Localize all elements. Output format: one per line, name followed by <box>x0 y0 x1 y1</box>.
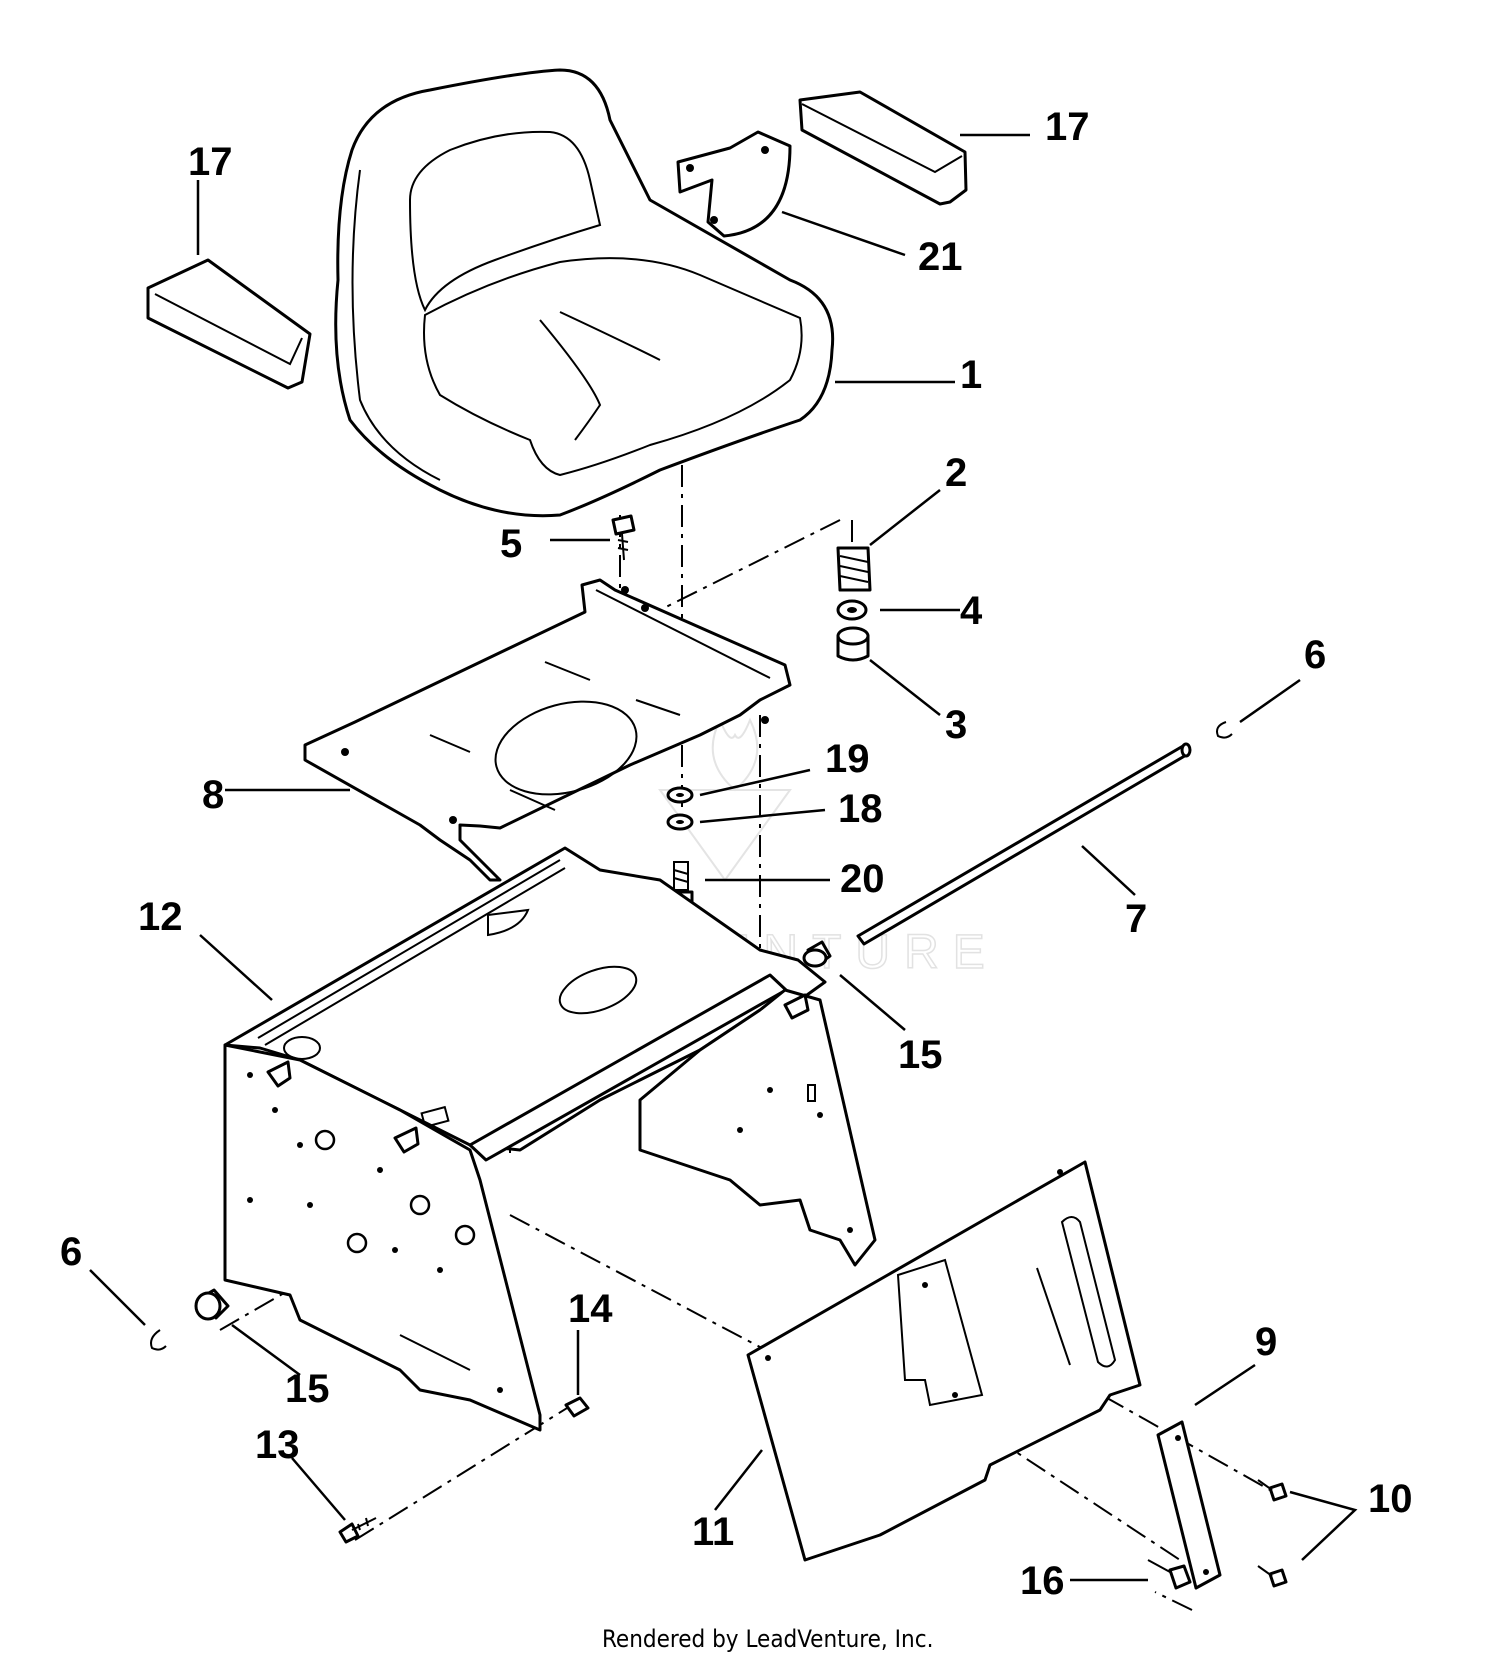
washer-19 <box>666 786 694 804</box>
callout-15-lower: 15 <box>285 1367 330 1411</box>
spring <box>836 546 872 592</box>
callout-11: 11 <box>692 1510 734 1554</box>
washer-18 <box>666 813 694 831</box>
pivot-rod <box>856 742 1192 946</box>
screw-10-lower <box>1257 1565 1288 1588</box>
armrest-pad-left <box>146 258 312 390</box>
leader-lines <box>89 133 1358 1582</box>
callout-7: 7 <box>1125 897 1147 941</box>
callout-16: 16 <box>1020 1559 1065 1603</box>
armrest-pad-right <box>798 90 968 206</box>
callout-13: 13 <box>255 1423 300 1467</box>
callout-6-lower: 6 <box>60 1230 82 1274</box>
nut-14 <box>564 1396 590 1418</box>
rendered-by-footer: Rendered by LeadVenture, Inc. <box>602 1625 933 1653</box>
callout-2: 2 <box>945 451 967 495</box>
callout-15-upper: 15 <box>898 1033 943 1077</box>
callout-3: 3 <box>945 703 967 747</box>
callout-labels: 17 17 21 1 2 5 4 3 6 19 8 18 20 7 12 15 … <box>60 105 1413 1603</box>
strap-plate <box>1156 1420 1222 1590</box>
callout-6-upper: 6 <box>1304 633 1326 677</box>
bushing-3 <box>836 626 870 662</box>
screw-10-upper <box>1257 1479 1288 1502</box>
seat-bracket <box>676 130 792 238</box>
adjuster-plate <box>746 1160 1142 1562</box>
watermark-triangle-icon <box>658 789 792 882</box>
clip-6-upper <box>1216 721 1233 739</box>
bolt-16 <box>1147 1559 1192 1590</box>
callout-21: 21 <box>918 235 963 279</box>
bushing-15-lower <box>194 1288 230 1321</box>
watermark-flame-icon <box>711 717 759 792</box>
callout-8: 8 <box>202 773 224 817</box>
seat-frame <box>223 846 877 1432</box>
callout-14: 14 <box>568 1287 613 1331</box>
callout-19: 19 <box>825 737 870 781</box>
callout-1: 1 <box>960 353 982 397</box>
nut-4 <box>836 599 868 621</box>
callout-10: 10 <box>1368 1477 1413 1521</box>
callout-5: 5 <box>500 522 522 566</box>
callout-17-left: 17 <box>188 140 233 184</box>
bolt-13 <box>338 1517 377 1544</box>
seat-pan <box>303 578 792 882</box>
clip-6-lower <box>150 1329 167 1351</box>
callout-17-right: 17 <box>1045 105 1090 149</box>
callout-4: 4 <box>960 589 983 633</box>
callout-20: 20 <box>840 857 885 901</box>
callout-18: 18 <box>838 787 883 831</box>
callout-12: 12 <box>138 895 183 939</box>
bolt-5 <box>611 514 636 561</box>
bushing-15-upper <box>802 940 832 968</box>
callout-9: 9 <box>1255 1320 1277 1364</box>
seat <box>334 68 835 518</box>
